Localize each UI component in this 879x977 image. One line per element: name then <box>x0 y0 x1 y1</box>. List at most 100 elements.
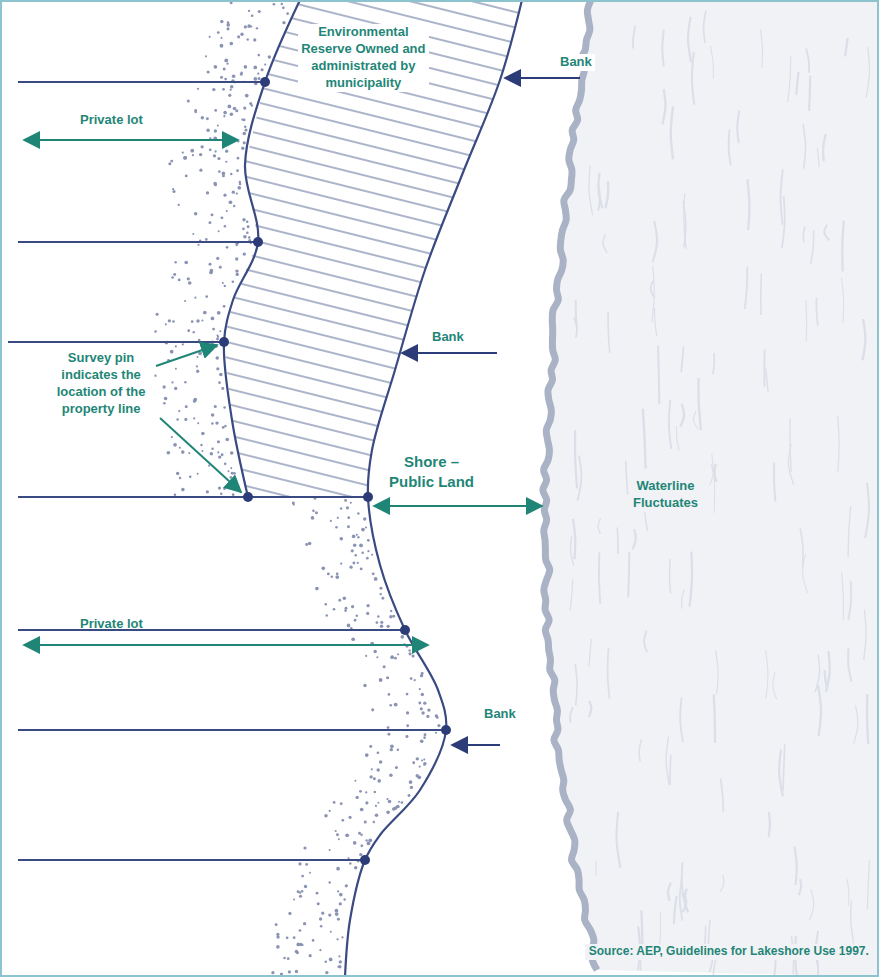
sand-dot <box>315 587 319 591</box>
sand-dot <box>235 269 238 272</box>
sand-dot <box>232 280 235 283</box>
water-streak <box>713 353 714 374</box>
sand-dot <box>245 94 249 98</box>
sand-dot <box>357 536 359 538</box>
water-streak <box>605 181 608 208</box>
sand-dot <box>212 328 215 331</box>
sand-dot <box>354 619 357 622</box>
sand-dot <box>373 650 377 654</box>
sand-dot <box>324 603 327 606</box>
sand-dot <box>377 802 379 804</box>
sand-dot <box>178 204 180 206</box>
sand-dot <box>354 780 356 782</box>
sand-dot <box>347 624 351 628</box>
sand-dot <box>394 703 398 707</box>
water-streak <box>766 650 768 699</box>
sand-dot <box>205 295 208 298</box>
lot-width-arrow <box>24 644 428 646</box>
sand-dot <box>386 798 388 800</box>
sand-dot <box>408 649 410 651</box>
water-streak <box>577 456 581 501</box>
sand-dot <box>171 381 173 383</box>
water-streak <box>589 701 592 717</box>
sand-dot <box>254 77 258 81</box>
sand-dot <box>369 775 372 778</box>
sand-dot <box>206 191 209 194</box>
sand-dot <box>371 708 374 711</box>
water-streak <box>684 194 686 249</box>
sand-dot <box>336 938 338 940</box>
sand-dot <box>236 192 238 194</box>
sand-dot <box>387 726 390 729</box>
water-streak <box>803 124 806 169</box>
sand-dot <box>170 160 173 163</box>
sand-dot <box>184 261 188 265</box>
sand-dot <box>410 786 413 789</box>
sand-dot <box>423 759 425 761</box>
water-streak <box>811 230 814 263</box>
water-streak <box>842 572 844 620</box>
sand-dot <box>264 63 266 65</box>
sand-dot <box>380 587 383 590</box>
sand-dot <box>163 402 166 405</box>
sand-dot <box>191 320 194 323</box>
sand-dot <box>217 440 220 443</box>
sand-dot <box>182 343 184 345</box>
sand-dot <box>365 839 367 841</box>
sand-dot <box>235 244 237 246</box>
water-streak <box>729 130 731 166</box>
sand-dot <box>211 213 214 216</box>
sand-dot <box>375 805 377 807</box>
sand-dot <box>344 499 347 502</box>
sand-dot <box>359 790 362 793</box>
sand-dot <box>246 231 249 234</box>
water-streak <box>865 483 869 538</box>
sand-dot <box>276 945 280 949</box>
sand-dot <box>176 418 178 420</box>
sand-dot <box>339 893 343 897</box>
sand-dot <box>386 811 390 815</box>
sand-dot <box>256 27 258 29</box>
sand-dot <box>397 749 399 751</box>
sand-dot <box>206 129 209 132</box>
sand-dot <box>394 806 398 810</box>
sand-dot <box>339 960 342 963</box>
sand-dot <box>321 912 324 915</box>
water-streak <box>644 631 647 653</box>
water-streak <box>633 529 636 549</box>
water-streak <box>693 411 698 429</box>
sand-dot <box>317 902 320 905</box>
water-streak <box>599 552 600 603</box>
sand-dot <box>351 637 355 641</box>
sand-dot <box>386 676 389 679</box>
environmental-reserve <box>224 0 522 497</box>
sand-dot <box>227 470 229 472</box>
sand-dot <box>339 902 342 905</box>
water-streak <box>680 697 683 742</box>
sand-dot <box>243 252 246 255</box>
sand-dot <box>401 801 404 804</box>
sand-dot <box>218 455 221 458</box>
water-streak <box>847 879 849 905</box>
water-streak <box>692 52 694 105</box>
sand-dot <box>421 759 423 761</box>
sand-dot <box>215 356 219 360</box>
sand-dot <box>219 330 221 332</box>
sand-dot <box>328 881 330 883</box>
survey-pin <box>400 625 410 635</box>
sand-dot <box>192 154 194 156</box>
water-streak <box>698 378 701 430</box>
sand-dot <box>215 421 218 424</box>
sand-dot <box>226 246 229 249</box>
sand-dot <box>223 194 226 197</box>
sand-dot <box>379 678 383 682</box>
sand-dot <box>329 958 333 962</box>
sand-dot <box>239 181 241 183</box>
sand-dot <box>435 732 437 734</box>
sand-dot <box>225 150 228 153</box>
sand-dot <box>233 205 235 207</box>
sand-dot <box>154 374 156 376</box>
sand-dot <box>282 6 285 9</box>
sand-dot <box>398 801 400 803</box>
